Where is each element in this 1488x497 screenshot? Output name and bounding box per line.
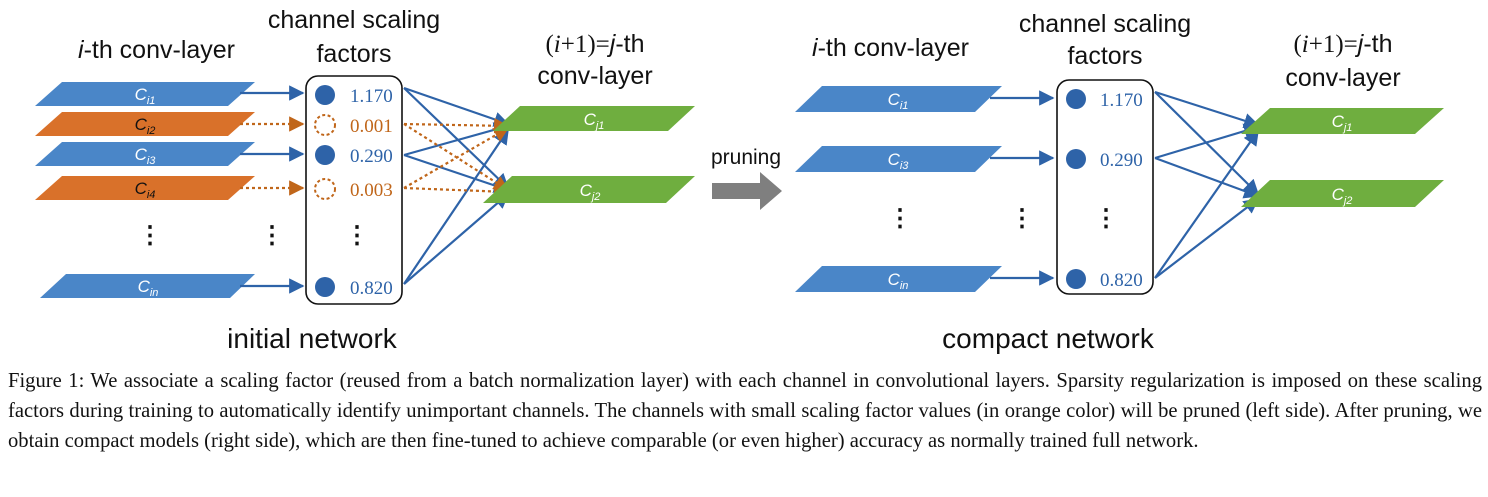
left-input-channel-i2: Ci2 [35,112,255,137]
right-factor-value-i1: 1.170 [1100,90,1143,111]
right-input-channel-i1: Ci1 [795,86,1002,112]
right-header-i-th-conv-layer: i-th conv-layer [812,34,969,62]
left-connections-pruned [403,118,510,200]
left-header-factors-line1: channel scaling [268,6,440,34]
diagram-svg: i-th conv-layer channel scaling factors … [35,6,1444,354]
left-factor-box [305,75,403,305]
left-factor-value-i1: 1.170 [350,86,393,107]
right-header-factors-line1: channel scaling [1019,10,1191,38]
left-input-channel-i3: Ci3 [35,142,255,167]
left-input-channel-i4: Ci4 [35,176,255,201]
right-input-channel-i3: Ci3 [795,146,1002,172]
right-factor-value-i3: 0.290 [1100,150,1143,171]
left-factor-dot-in [315,277,335,297]
svg-text:Cj1: Cj1 [584,110,605,132]
left-input-ellipsis: ⋮ [138,222,162,249]
svg-text:Cj2: Cj2 [1332,185,1353,207]
svg-text:Ci3: Ci3 [888,150,910,172]
right-connections [1154,90,1260,279]
left-output-channel-j1: Cj1 [493,106,695,132]
right-factor-value-in: 0.820 [1100,270,1143,291]
left-arrow-ellipsis: ⋮ [260,222,284,249]
right-panel: i-th conv-layer channel scaling factors … [795,10,1444,354]
svg-text:Ci2: Ci2 [135,115,156,137]
right-panel-caption: compact network [942,323,1155,354]
svg-text:Cj2: Cj2 [580,181,601,203]
left-factor-dot-i1 [315,85,335,105]
svg-text:Cin: Cin [138,277,159,299]
right-factor-ellipsis: ⋮ [1094,205,1118,232]
left-factor-value-in: 0.820 [350,278,393,299]
left-factor-value-i2: 0.001 [350,116,393,137]
left-header-j-th-line1: (i+1)=j-th [545,30,644,58]
left-factor-dot-i3 [315,145,335,165]
figure-diagram: i-th conv-layer channel scaling factors … [35,6,1444,354]
right-factor-dot-i3 [1066,149,1086,169]
right-input-channel-in: Cin [795,266,1002,292]
svg-text:Ci1: Ci1 [888,90,909,112]
right-output-channel-j2: Cj2 [1241,180,1444,207]
pruning-label: pruning [711,146,781,169]
svg-text:Cj1: Cj1 [1332,112,1353,134]
left-factor-ellipsis: ⋮ [345,222,369,249]
pruning-arrow: pruning [711,146,782,210]
svg-text:Cin: Cin [888,270,909,292]
left-factor-dot-i2 [314,114,336,136]
right-input-ellipsis: ⋮ [888,205,912,232]
right-arrow-ellipsis: ⋮ [1010,205,1034,232]
right-header-j-th-line2: conv-layer [1285,64,1400,92]
right-header-j-th-line1: (i+1)=j-th [1293,30,1392,58]
right-header-factors-line2: factors [1067,42,1142,70]
svg-text:Ci3: Ci3 [135,145,157,167]
left-connections-kept [403,86,510,285]
left-header-j-th-line2: conv-layer [537,62,652,90]
figure-caption: Figure 1: We associate a scaling factor … [8,370,1482,452]
right-factor-dot-i1 [1066,89,1086,109]
left-header-i-th-conv-layer: i-th conv-layer [78,36,235,64]
right-factor-box [1056,79,1154,295]
left-input-channel-i1: Ci1 [35,82,255,107]
left-factor-value-i4: 0.003 [350,180,393,201]
right-factor-dot-in [1066,269,1086,289]
right-output-channel-j1: Cj1 [1241,108,1444,134]
left-input-channel-in: Cin [40,274,255,299]
left-output-channel-j2: Cj2 [483,176,695,203]
left-factor-value-i3: 0.290 [350,146,393,167]
left-panel: i-th conv-layer channel scaling factors … [35,6,695,354]
left-factor-dot-i4 [314,178,336,200]
left-header-factors-line2: factors [316,40,391,68]
svg-text:Ci4: Ci4 [135,179,156,201]
left-panel-caption: initial network [227,323,398,354]
svg-text:Ci1: Ci1 [135,85,156,107]
